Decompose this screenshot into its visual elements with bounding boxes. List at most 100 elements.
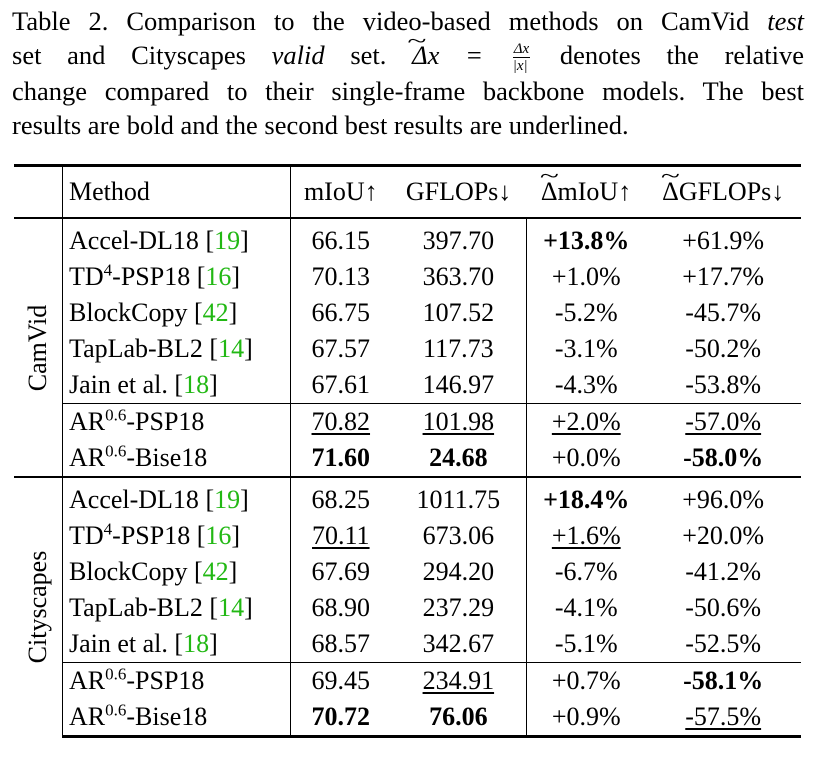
miou-value: 70.13 [311, 262, 371, 291]
delta-formula: Δx = Δx|x| [412, 40, 534, 74]
method-suffix: -Bise18 [126, 443, 208, 472]
dgflops-cell: +96.0% [645, 476, 801, 518]
citation-link[interactable]: 16 [205, 262, 232, 291]
gflops-cell: 673.06 [390, 518, 528, 554]
citation-link[interactable]: 14 [218, 593, 245, 622]
method-name: BlockCopy [69, 298, 188, 327]
caption-line-4: results are bold and the second best res… [12, 110, 629, 141]
citation-link[interactable]: 14 [218, 334, 245, 363]
method-suffix: -PSP18 [126, 407, 205, 436]
citation-link[interactable]: 19 [214, 226, 241, 255]
miou-cell: 70.13 [291, 259, 391, 295]
method-cell: AR0.6-Bise18 [62, 699, 292, 738]
miou-value: 67.61 [311, 370, 371, 399]
citation-link[interactable]: 19 [214, 485, 241, 514]
dmiou-value: +1.0% [551, 262, 621, 291]
dataset-label-cell: Cityscapes [14, 476, 63, 737]
miou-value: 66.75 [311, 298, 371, 327]
citation-link[interactable]: 42 [202, 298, 229, 327]
fraction: Δx|x| [512, 41, 531, 75]
citation-link[interactable]: 16 [205, 521, 232, 550]
gflops-cell: 234.91 [390, 662, 528, 699]
dmiou-value: +18.4% [543, 485, 630, 514]
gflops-value: 101.98 [422, 407, 495, 436]
caption-line-1: Table 2. Comparison to the video-based m… [12, 6, 805, 36]
gflops-cell: 237.29 [390, 590, 528, 626]
dmiou-cell: +0.7% [526, 662, 646, 699]
dgflops-cell: +20.0% [645, 518, 801, 554]
method-cell: AR0.6-PSP18 [62, 662, 292, 699]
gflops-value: 107.52 [422, 298, 495, 327]
miou-value: 67.69 [311, 557, 371, 586]
miou-value: 70.72 [311, 702, 371, 731]
method-name: AR [69, 407, 106, 436]
header-delta-miou: ΔmIoU↑ [526, 164, 646, 218]
method-superscript: 0.6 [105, 441, 127, 461]
method-cell: BlockCopy [42] [62, 295, 292, 331]
miou-cell: 68.90 [291, 590, 391, 626]
dmiou-value: -6.7% [554, 557, 618, 586]
header-gflops: GFLOPs↓ [390, 164, 527, 218]
dgflops-value: -41.2% [685, 557, 762, 586]
gflops-value: 146.97 [422, 370, 495, 399]
miou-cell: 67.69 [291, 554, 391, 590]
method-superscript: 0.6 [105, 664, 127, 684]
dgflops-cell: +17.7% [645, 259, 801, 295]
citation-link[interactable]: 18 [183, 370, 210, 399]
method-name: AR [69, 443, 106, 472]
method-name: TD [69, 521, 104, 550]
miou-cell: 66.75 [291, 295, 391, 331]
gflops-value: 673.06 [422, 521, 495, 550]
gflops-cell: 76.06 [390, 699, 528, 738]
miou-cell: 68.57 [291, 626, 391, 663]
dgflops-value: +20.0% [682, 521, 765, 550]
tilde-mark: Δ [662, 177, 679, 207]
dgflops-value: -57.0% [685, 407, 762, 436]
dmiou-cell: +13.8% [526, 217, 646, 259]
dmiou-cell: +0.0% [527, 440, 646, 477]
miou-cell: 66.15 [290, 217, 391, 259]
miou-value: 66.15 [311, 226, 371, 255]
miou-cell: 68.25 [290, 476, 391, 518]
method-cell: Jain et al. [18] [62, 367, 292, 404]
gflops-cell: 342.67 [390, 626, 528, 663]
gflops-value: 76.06 [429, 702, 488, 731]
method-suffix: -PSP18 [126, 666, 205, 695]
method-name: Accel-DL18 [69, 226, 199, 255]
method-superscript: 4 [103, 260, 113, 280]
dgflops-value: +61.9% [682, 226, 765, 255]
dmiou-cell: +1.6% [527, 518, 646, 554]
method-name: AR [69, 702, 106, 731]
method-name: AR [69, 666, 106, 695]
gflops-cell: 146.97 [390, 367, 528, 404]
method-cell: TapLab-BL2 [14] [62, 590, 292, 626]
dmiou-value: +1.6% [551, 521, 621, 550]
miou-cell: 67.61 [291, 367, 391, 404]
dmiou-cell: +18.4% [526, 476, 646, 518]
method-superscript: 0.6 [105, 700, 127, 720]
citation-link[interactable]: 42 [202, 557, 229, 586]
header-miou: mIoU↑ [290, 164, 391, 218]
dmiou-value: +0.9% [551, 702, 621, 731]
method-cell: AR0.6-PSP18 [62, 403, 292, 440]
dgflops-value: +96.0% [682, 485, 765, 514]
dgflops-value: -50.2% [685, 334, 762, 363]
dmiou-cell: +0.9% [526, 699, 646, 738]
citation-link[interactable]: 18 [183, 629, 210, 658]
dgflops-cell: -58.0% [645, 440, 801, 477]
dgflops-value: -58.0% [683, 443, 764, 472]
dgflops-cell: -58.1% [645, 662, 801, 699]
caption-line-3: change compared to their single-frame ba… [12, 76, 804, 107]
miou-cell: 70.11 [291, 518, 391, 554]
results-table: Method mIoU↑ GFLOPs↓ ΔmIoU↑ ΔGFLOPs↓ Cam… [14, 164, 801, 738]
